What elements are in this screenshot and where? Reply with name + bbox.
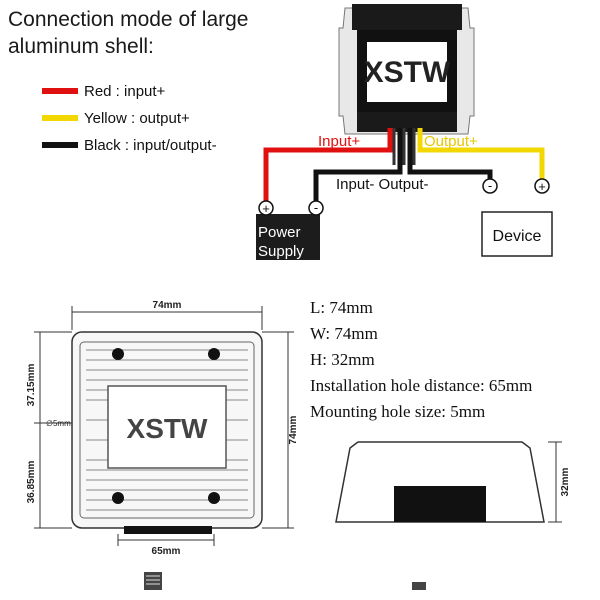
housing-top-view: XSTW bbox=[71, 331, 263, 534]
common-negative-label: Input- Output- bbox=[336, 176, 429, 193]
power-supply-label-2: Supply bbox=[258, 243, 304, 260]
mounting-hole-icon bbox=[208, 492, 220, 504]
title-line-2: aluminum shell: bbox=[8, 35, 154, 58]
legend-yellow: Yellow : output+ bbox=[42, 107, 190, 129]
plus-terminal-icon bbox=[534, 178, 550, 194]
red-wire-swatch bbox=[42, 88, 78, 94]
minus-terminal-icon bbox=[308, 200, 324, 216]
legend-red-label: Red : input+ bbox=[84, 82, 166, 100]
ps-minus-symbol: - bbox=[314, 200, 318, 215]
housing-logo: XSTW bbox=[127, 413, 208, 444]
housing-side-view bbox=[335, 441, 545, 523]
hole-diameter-label: ∅5mm bbox=[46, 419, 71, 428]
input-plus-label: Input+ bbox=[318, 133, 360, 150]
spec-length: L: 74mm bbox=[310, 298, 373, 317]
black-wire-left bbox=[313, 128, 403, 208]
mounting-hole-icon bbox=[112, 348, 124, 360]
height-right-label: 74mm bbox=[288, 415, 299, 444]
device-minus-symbol: - bbox=[488, 178, 492, 193]
legend-black-label: Black : input/output- bbox=[84, 136, 217, 154]
module-logo: XSTW bbox=[364, 56, 451, 89]
black-wire-swatch bbox=[42, 142, 78, 148]
device-plus-symbol: + bbox=[538, 179, 546, 194]
yellow-wire-swatch bbox=[42, 115, 78, 121]
title-line-1: Connection mode of large bbox=[8, 8, 249, 31]
device: Device - + bbox=[481, 178, 553, 257]
legend-yellow-label: Yellow : output+ bbox=[84, 109, 190, 127]
converter-module: XSTW bbox=[338, 4, 475, 135]
ps-plus-symbol: + bbox=[262, 201, 270, 216]
yellow-wire bbox=[417, 128, 545, 192]
plus-terminal-icon bbox=[258, 200, 274, 216]
terminal-icon bbox=[412, 582, 426, 590]
device-label: Device bbox=[493, 228, 542, 245]
mounting-hole-icon bbox=[208, 348, 220, 360]
dimension-drawing: 74mm XSTW 37.15mm 36.85mm ∅5mm 74mm bbox=[26, 300, 571, 590]
spec-height: H: 32mm bbox=[310, 350, 375, 369]
minus-terminal-icon bbox=[482, 178, 498, 194]
spec-hole-size: Mounting hole size: 5mm bbox=[310, 402, 486, 421]
top-width-label: 74mm bbox=[153, 300, 182, 311]
diagram-title: Connection mode of large aluminum shell: bbox=[8, 6, 249, 60]
wire-bundle bbox=[392, 128, 416, 165]
hole-distance-label: 65mm bbox=[152, 546, 181, 557]
power-supply-label-1: Power bbox=[258, 224, 301, 241]
legend-black: Black : input/output- bbox=[42, 134, 217, 156]
power-supply: Power Supply + - bbox=[256, 200, 324, 260]
mounting-hole-icon bbox=[112, 492, 124, 504]
side-height-label: 32mm bbox=[560, 467, 571, 496]
wiring-diagram: XSTW Input+ Output+ Input- Output- Power… bbox=[256, 4, 553, 260]
red-wire bbox=[263, 128, 393, 208]
lower-offset-label: 36.85mm bbox=[26, 460, 37, 503]
upper-offset-label: 37.15mm bbox=[26, 363, 37, 406]
connector-icon bbox=[144, 572, 162, 590]
spec-width: W: 74mm bbox=[310, 324, 378, 343]
output-plus-label: Output+ bbox=[424, 133, 478, 150]
legend-red: Red : input+ bbox=[42, 80, 165, 102]
spec-hole-distance: Installation hole distance: 65mm bbox=[310, 376, 533, 395]
